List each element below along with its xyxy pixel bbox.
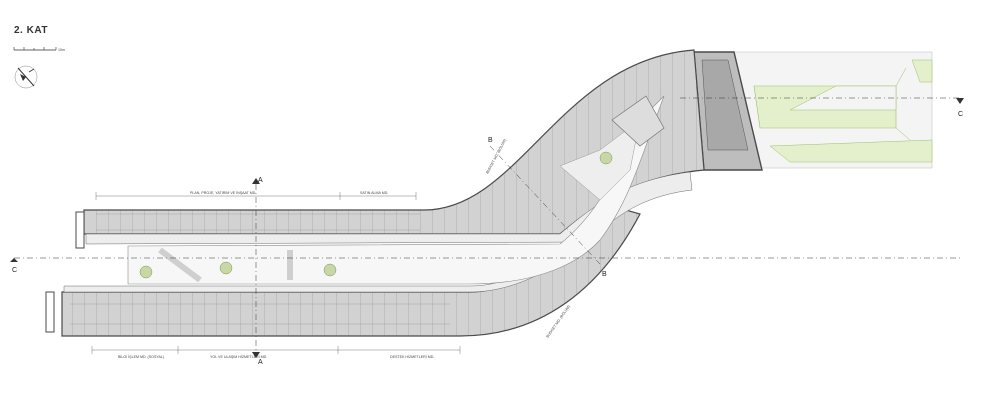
section-label-c-right: C — [958, 111, 963, 118]
section-label-a-bottom: A — [258, 359, 263, 366]
section-label-c-left: C — [12, 267, 17, 274]
scale-bar-label: 10m — [58, 48, 65, 52]
section-line-b: B B — [488, 137, 607, 278]
wing-end-caps — [45, 211, 85, 333]
section-label-a-top: A — [258, 177, 263, 184]
scale-bar: 10m — [13, 47, 65, 52]
department-label-planning: PLAN, PROJE, YATIRIM VE İNŞAAT MD. — [190, 190, 256, 195]
department-label-it: BİLGİ İŞLEM MD. (SOSYAL) — [118, 354, 164, 359]
section-label-b-bottom: B — [602, 271, 607, 278]
section-line-c: C C — [10, 97, 964, 274]
section-line-a: A A — [252, 177, 263, 366]
section-label-b-top: B — [488, 137, 493, 144]
department-label-purchasing: SATIN ALMA MD. — [360, 191, 388, 195]
department-label-support: DESTEK HİZMETLERİ MD. — [390, 354, 434, 359]
dimension-lines — [91, 192, 461, 354]
tree-icon — [139, 151, 613, 279]
courtyard — [127, 95, 665, 285]
floor-title: 2. KAT — [14, 25, 48, 36]
north-arrow-icon — [14, 65, 38, 89]
ramp-block — [693, 51, 763, 171]
landscape-area — [729, 51, 933, 169]
department-label-roads: YOL VE ULAŞIM HİZMETLERİ MD. — [210, 354, 267, 359]
